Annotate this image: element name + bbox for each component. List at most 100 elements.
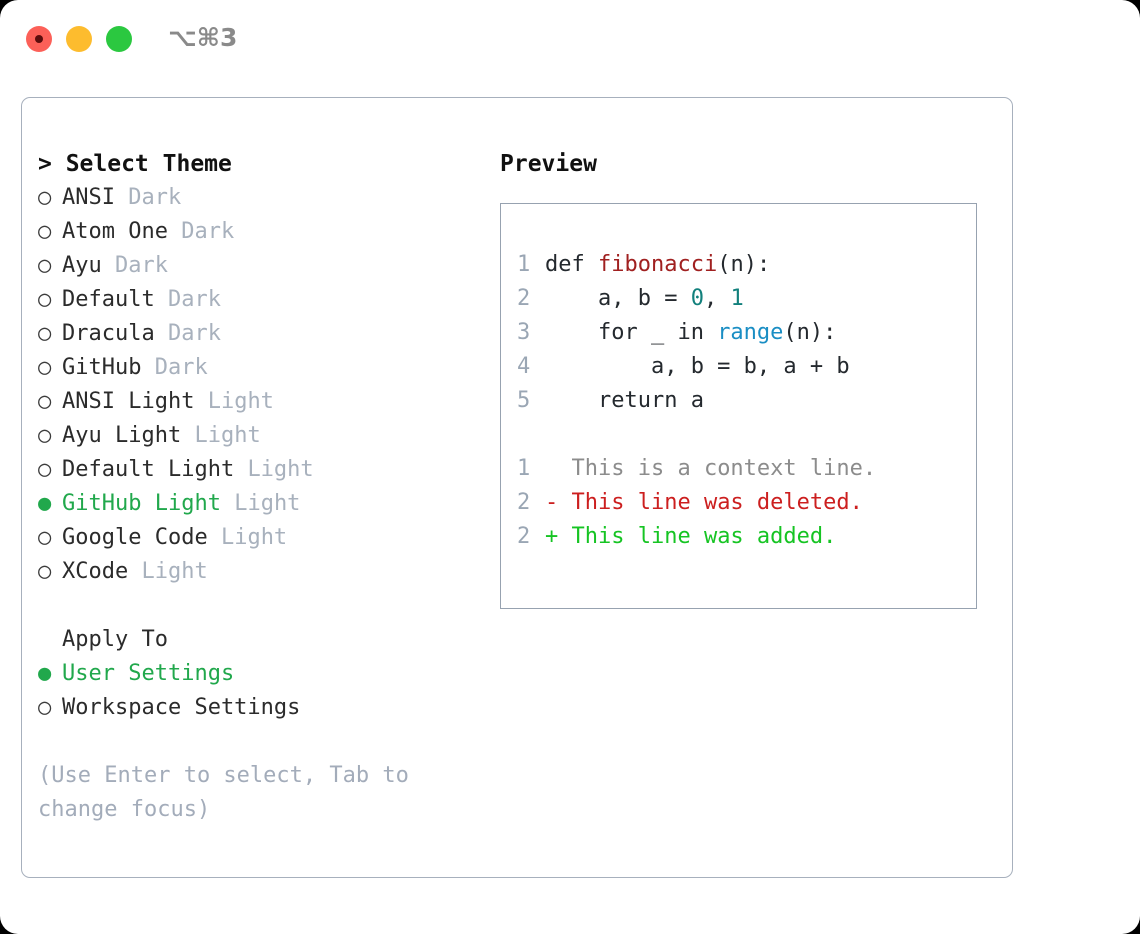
- theme-item-tag: Dark: [167, 287, 221, 312]
- radio-icon: ○: [38, 525, 52, 550]
- code-token: a, b =: [545, 286, 691, 311]
- radio-icon: ○: [38, 219, 52, 244]
- code-block: 1 def fibonacci (n): 2 a, b = 0, 1 3 for _…: [517, 248, 976, 418]
- theme-item-label: ANSI: [62, 185, 115, 210]
- theme-item-tag: Dark: [181, 219, 235, 244]
- radio-icon: ○: [38, 253, 52, 278]
- code-token: for _ in: [545, 320, 718, 345]
- theme-item-ayu-light[interactable]: ○ Ayu Light Light: [38, 419, 488, 453]
- diff-block: 1 This is a context line. 2- This line w…: [517, 452, 976, 554]
- theme-item-default-light[interactable]: ○ Default Light Light: [38, 453, 488, 487]
- theme-item-label: Default: [62, 287, 155, 312]
- theme-item-label: GitHub: [62, 355, 142, 380]
- code-line: 4 a, b = b, a + b: [517, 350, 976, 384]
- theme-list: ○ANSI Dark ○Atom One Dark ○Ayu Dark ○Def…: [38, 181, 488, 589]
- theme-item-ansi[interactable]: ○ ANSI Dark: [38, 181, 488, 215]
- code-token-number: 0: [690, 286, 704, 311]
- theme-item-label: GitHub Light: [62, 491, 221, 516]
- diff-line-added: 2 + This line was added.: [517, 520, 976, 554]
- diff-line-deleted: 2- This line was deleted.: [517, 486, 976, 520]
- theme-item-label: Ayu Light: [62, 423, 182, 448]
- code-line: 3 for _ in range(n):: [517, 316, 976, 350]
- keyboard-hint-text: (Use Enter to select, Tab to change focu…: [38, 763, 409, 822]
- radio-icon: ○: [38, 185, 52, 210]
- apply-to-user-settings[interactable]: ● User Settings: [38, 657, 488, 691]
- line-number: 1: [517, 456, 531, 481]
- theme-item-google-code[interactable]: ○Google Code Light: [38, 521, 488, 555]
- diff-marker: -: [545, 490, 559, 515]
- theme-item-label: Atom One: [62, 219, 168, 244]
- radio-selected-icon: ●: [38, 661, 52, 686]
- theme-item-tag: Light: [247, 457, 314, 482]
- preview-title: Preview: [500, 151, 597, 177]
- preview-column: Preview 1 def fibonacci (n): 2 a, b = 0, 1…: [500, 147, 1000, 609]
- apply-to-list: ● User Settings ○ Workspace Settings: [38, 657, 488, 725]
- code-token: a, b = b, a + b: [545, 354, 850, 379]
- apply-to-workspace-settings[interactable]: ○ Workspace Settings: [38, 691, 488, 725]
- radio-icon: ○: [38, 389, 52, 414]
- diff-text: This line was added.: [558, 524, 837, 549]
- window-close-button[interactable]: [26, 26, 52, 52]
- theme-item-dracula[interactable]: ○ Dracula Dark: [38, 317, 488, 351]
- radio-icon: ○: [38, 559, 52, 584]
- preview-box: 1 def fibonacci (n): 2 a, b = 0, 1 3 for _…: [500, 203, 977, 609]
- theme-item-github-light[interactable]: ●GitHub Light Light: [38, 487, 488, 521]
- theme-item-tag: Light: [234, 491, 301, 516]
- line-number: 4: [517, 354, 531, 379]
- code-diff-separator: [517, 418, 976, 452]
- theme-item-atom-one[interactable]: ○ Atom One Dark: [38, 215, 488, 249]
- theme-item-tag: Light: [194, 423, 261, 448]
- theme-item-ansi-light[interactable]: ○ ANSI Light Light: [38, 385, 488, 419]
- theme-item-tag: Light: [220, 525, 288, 550]
- theme-item-tag: Light: [141, 559, 208, 584]
- line-number: 5: [517, 388, 531, 413]
- window-maximize-button[interactable]: [106, 26, 132, 52]
- diff-text: This is a context line.: [558, 456, 877, 481]
- theme-item-label: ANSI Light: [62, 389, 195, 414]
- select-theme-header: > Select Theme: [38, 151, 232, 177]
- code-token: ,: [703, 286, 731, 311]
- theme-item-tag: Dark: [128, 185, 182, 210]
- radio-icon: ○: [38, 423, 52, 448]
- window-minimize-button[interactable]: [66, 26, 92, 52]
- theme-selector-column: > Select Theme ○ ANSI Dark ○ Atom One Dark…: [38, 147, 488, 827]
- theme-item-label: Dracula: [62, 321, 155, 346]
- line-number: 2: [517, 286, 531, 311]
- theme-item-label: XCode: [62, 559, 129, 584]
- radio-icon: ○: [38, 695, 52, 720]
- theme-item-github[interactable]: ○GitHub Dark: [38, 351, 488, 385]
- line-number: 2: [517, 490, 531, 515]
- diff-marker: [545, 456, 558, 481]
- theme-item-ayu[interactable]: ○Ayu Dark: [38, 249, 488, 283]
- radio-icon: ○: [38, 457, 52, 482]
- diff-marker: +: [545, 524, 559, 549]
- list-spacer: [38, 589, 488, 623]
- code-token-function: fibonacci: [597, 252, 718, 277]
- code-token: return a: [545, 388, 704, 413]
- theme-item-label: Ayu: [62, 253, 102, 278]
- code-line: 5 return a: [517, 384, 976, 418]
- main-panel: > Select Theme ○ ANSI Dark ○ Atom One Dark…: [21, 97, 1013, 878]
- theme-item-tag: Light: [207, 389, 274, 414]
- apply-to-label: User Settings: [62, 661, 235, 686]
- theme-item-xcode[interactable]: ○ XCode Light: [38, 555, 488, 589]
- apply-to-label: Workspace Settings: [62, 695, 301, 720]
- radio-icon: ○: [38, 355, 52, 380]
- keyboard-shortcut-label: ⌥⌘3: [168, 23, 238, 52]
- theme-item-default[interactable]: ○Default Dark: [38, 283, 488, 317]
- code-token-builtin: range: [717, 320, 784, 345]
- close-icon: [35, 35, 43, 43]
- code-token-number: 1: [730, 286, 744, 311]
- code-token: (n):: [783, 320, 837, 345]
- code-line: 2 a, b = 0, 1: [517, 282, 976, 316]
- diff-text: This line was deleted.: [558, 490, 863, 515]
- theme-item-tag: Dark: [167, 321, 221, 346]
- line-number: 3: [517, 320, 531, 345]
- diff-line-context: 1 This is a context line.: [517, 452, 976, 486]
- line-number: 2: [517, 524, 531, 549]
- code-token: def: [545, 252, 598, 277]
- title-bar: ⌥⌘3: [0, 0, 1140, 78]
- theme-item-label: Default Light: [62, 457, 235, 482]
- radio-icon: ○: [38, 321, 52, 346]
